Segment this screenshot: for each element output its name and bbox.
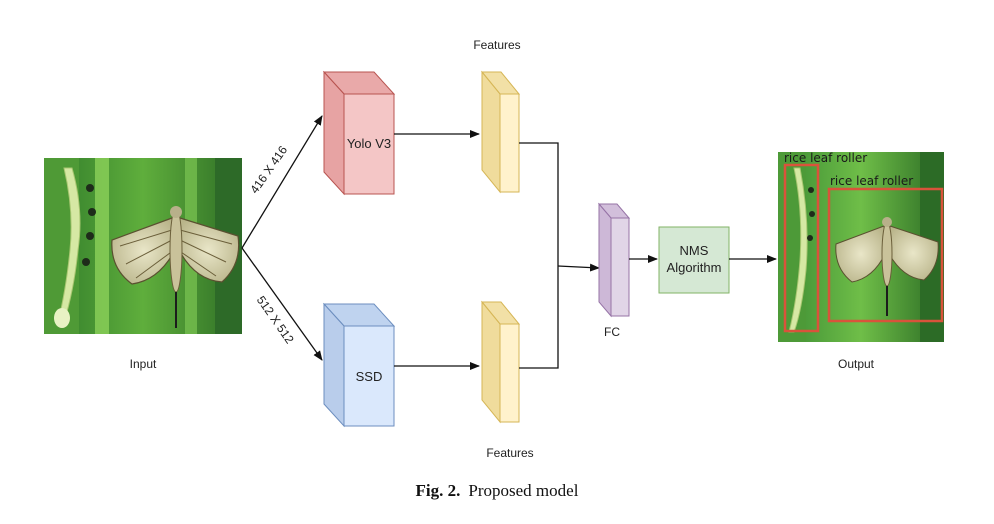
arrow-to-yolo (241, 115, 323, 249)
yolo-label: Yolo V3 (347, 136, 391, 151)
features-bottom-block (480, 300, 521, 424)
moth-icon (111, 206, 240, 328)
ssd-block (322, 302, 396, 428)
output-image (778, 152, 944, 342)
nms-algorithm-block (658, 226, 730, 294)
figure-caption: Fig. 2. Proposed model (0, 481, 994, 501)
fc-block (597, 202, 631, 318)
detection-label-1: rice leaf roller (784, 151, 867, 165)
detection-box-moth (827, 187, 944, 323)
figure-number: Fig. 2. (415, 481, 461, 500)
input-image (44, 158, 242, 334)
nms-label-line2: Algorithm (667, 260, 722, 275)
detection-box-caterpillar (783, 163, 820, 333)
yolo-v3-block (322, 70, 396, 196)
features-top-label: Features (473, 38, 520, 52)
detection-label-2: rice leaf roller (830, 174, 913, 188)
output-label: Output (838, 357, 875, 371)
connector-bottom-to-fc (519, 266, 559, 369)
features-top-block (480, 70, 521, 194)
arrow-to-fc (557, 263, 600, 272)
input-label: Input (130, 357, 157, 371)
branch-bottom-size: 512 X 512 (254, 293, 297, 346)
figure-caption-text: Proposed model (468, 481, 579, 500)
fc-label: FC (604, 325, 620, 339)
ssd-label: SSD (356, 369, 383, 384)
arrow-to-ssd (241, 247, 323, 361)
nms-label-line1: NMS (680, 243, 709, 258)
branch-top-size: 416 X 416 (247, 143, 290, 196)
connector-top-to-fc (519, 142, 559, 266)
features-bottom-label: Features (486, 446, 533, 460)
